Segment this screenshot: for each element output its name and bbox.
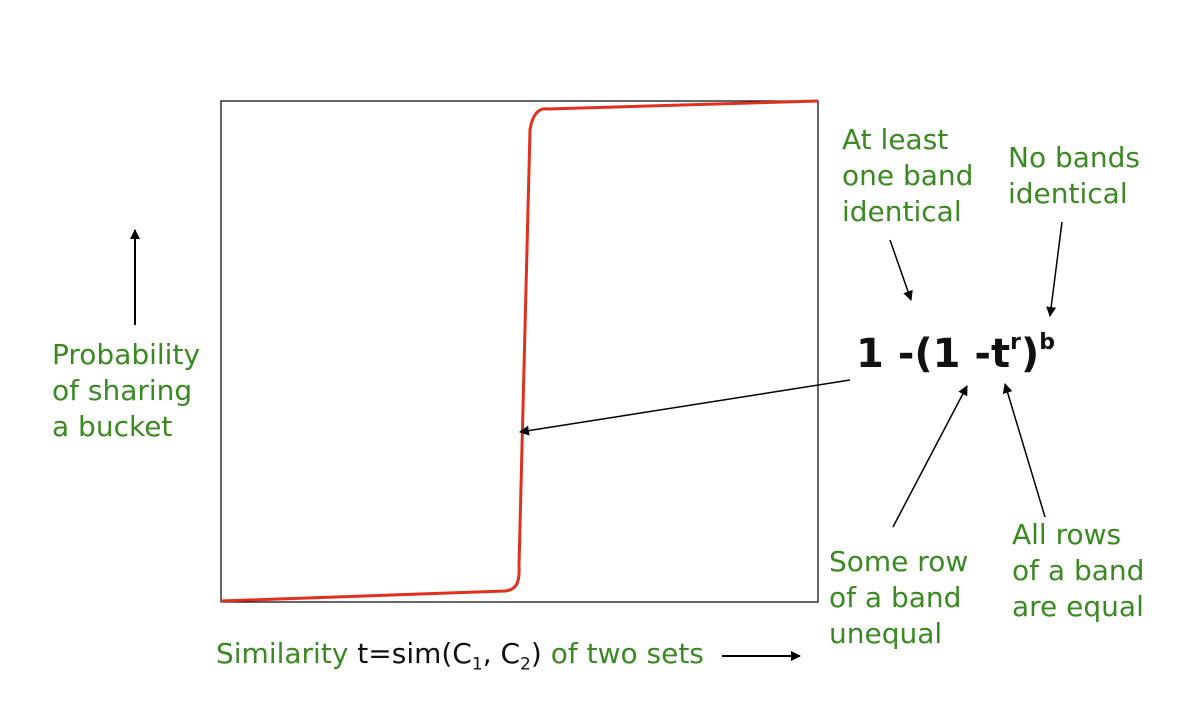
- annotation-some-row: Some row of a band unequal: [829, 545, 969, 650]
- all-rows-arrow: [1002, 383, 1046, 518]
- y-label-line: Probability: [52, 338, 201, 371]
- s-curve: [220, 99, 819, 603]
- annotation-all-rows: All rows of a band are equal: [1012, 518, 1145, 623]
- x-label-prefix: Similarity: [216, 637, 349, 670]
- annotation-no-bands: No bands identical: [1008, 141, 1141, 210]
- formula-exp-r: r: [1010, 330, 1021, 355]
- y-label-line: of sharing: [52, 374, 193, 407]
- formula-close: ): [1020, 331, 1040, 377]
- annotation-at-least-one: At least one band identical: [842, 123, 974, 228]
- x-label-suffix: of two sets: [550, 637, 704, 670]
- some-row-arrow: [892, 385, 968, 528]
- y-axis-label: Probability of sharing a bucket: [52, 337, 200, 445]
- plot-frame: [220, 100, 819, 603]
- at-least-one-arrow: [889, 239, 913, 301]
- formula-main: 1 -(1 -t: [856, 331, 1011, 377]
- formula: 1 -(1 -tr)b: [856, 330, 1055, 377]
- y-label-line: a bucket: [52, 410, 173, 443]
- x-axis-label: Similarity t=sim(C1, C2) of two sets: [216, 636, 704, 683]
- x-sub-2: 2: [520, 654, 531, 675]
- x-sub-1: 1: [471, 654, 483, 675]
- formula-to-curve-arrow: [519, 379, 851, 436]
- no-bands-arrow: [1046, 221, 1063, 317]
- formula-exp-b: b: [1039, 330, 1056, 355]
- x-label-formula: t=sim(C1, C2): [357, 637, 542, 675]
